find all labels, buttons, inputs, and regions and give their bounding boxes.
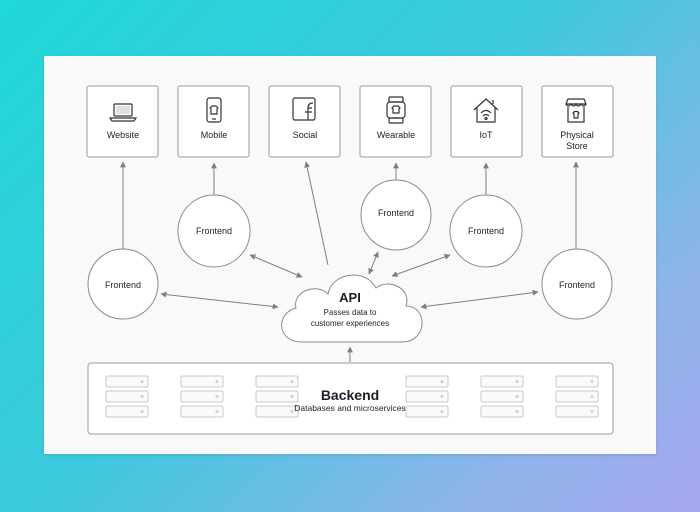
frontend-node: Frontend bbox=[87, 248, 159, 320]
channel-mobile: Mobile bbox=[177, 85, 250, 158]
frontend-label: Frontend bbox=[378, 208, 414, 218]
facebook-icon bbox=[292, 97, 316, 121]
frontend-node: Frontend bbox=[177, 194, 251, 268]
server-rack-icon bbox=[480, 375, 524, 418]
mobile-phone-icon bbox=[206, 97, 222, 123]
channel-social: Social bbox=[268, 85, 341, 158]
channel-label: Wearable bbox=[377, 130, 415, 140]
frontend-node: Frontend bbox=[449, 194, 523, 268]
channel-website: Website bbox=[86, 85, 159, 158]
channel-label: Social bbox=[293, 130, 318, 140]
smart-home-icon bbox=[473, 98, 499, 123]
api-subtitle-line-1: Passes data to bbox=[324, 308, 377, 317]
connector-frontend2-api bbox=[249, 254, 303, 278]
channel-label: Website bbox=[107, 130, 139, 140]
connectors bbox=[120, 161, 579, 362]
channel-label-line-1: Physical bbox=[560, 130, 594, 140]
api-title: API bbox=[339, 290, 361, 305]
architecture-diagram: Backend Databases and microservices Webs… bbox=[86, 85, 614, 435]
laptop-icon bbox=[108, 103, 138, 122]
diagram-card: Backend Databases and microservices Webs… bbox=[44, 56, 656, 454]
frontend-label: Frontend bbox=[105, 280, 141, 290]
frontend-label: Frontend bbox=[468, 226, 504, 236]
frontend-label: Frontend bbox=[196, 226, 232, 236]
smartwatch-icon bbox=[386, 96, 406, 124]
backend-title: Backend bbox=[321, 387, 379, 403]
frontend-node: Frontend bbox=[360, 179, 432, 251]
server-rack-icon bbox=[405, 375, 449, 418]
channel-label-line-2: Store bbox=[566, 141, 588, 151]
channel-label: Mobile bbox=[201, 130, 228, 140]
server-rack-icon bbox=[255, 375, 299, 418]
storefront-icon bbox=[565, 98, 587, 123]
frontend-node: Frontend bbox=[541, 248, 613, 320]
server-rack-icon bbox=[555, 375, 599, 418]
frontend-label: Frontend bbox=[559, 280, 595, 290]
channel-iot: IoT bbox=[450, 85, 523, 158]
channel-physical-store: Physical Store bbox=[541, 85, 614, 158]
server-rack-icon bbox=[105, 375, 149, 418]
backend-subtitle: Databases and microservices bbox=[294, 403, 406, 413]
channel-label: IoT bbox=[479, 130, 493, 140]
server-rack-icon bbox=[180, 375, 224, 418]
connector-frontend5-api bbox=[391, 254, 451, 277]
api-subtitle-line-2: customer experiences bbox=[311, 319, 389, 328]
connector-frontend6-api bbox=[420, 289, 539, 310]
connector-frontend4-api bbox=[368, 251, 379, 275]
api-cloud: API Passes data to customer experiences bbox=[281, 274, 423, 343]
backend-box: Backend Databases and microservices bbox=[87, 362, 614, 435]
channel-wearable: Wearable bbox=[359, 85, 432, 158]
connector-api-social bbox=[304, 161, 329, 266]
connector-frontend1-api bbox=[160, 291, 279, 310]
